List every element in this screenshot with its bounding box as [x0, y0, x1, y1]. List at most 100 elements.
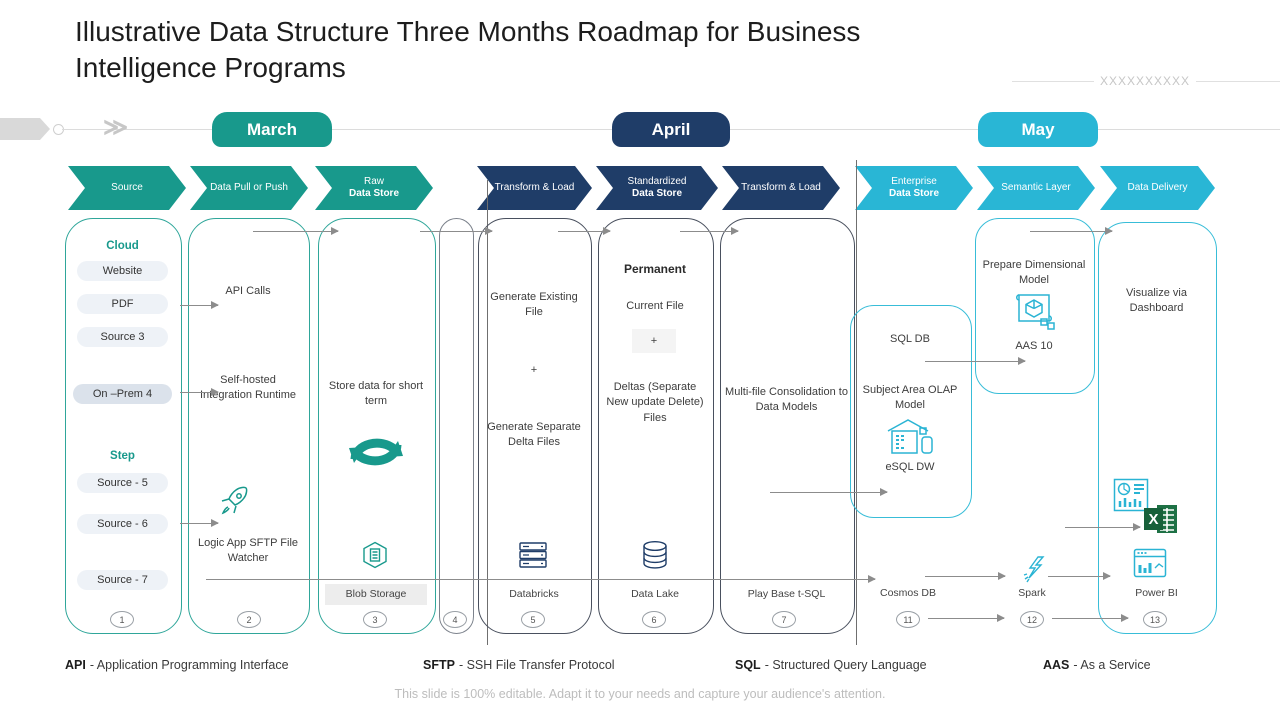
- pill-source-7: Source - 7: [77, 570, 168, 590]
- arrow-sqldb-to-aas: [925, 357, 1026, 365]
- powerbi-dashboard-icon: [1133, 548, 1167, 578]
- column-raw-store: [318, 218, 436, 634]
- label-generate-existing-file: Generate Existing File: [490, 291, 578, 319]
- timeline-start-arrow-icon: [0, 118, 50, 140]
- arrow-top-col2-col3: [253, 227, 339, 235]
- pill-source-3: Source 3: [77, 327, 168, 347]
- heading-cloud: Cloud: [106, 240, 139, 252]
- label-aas-10: AAS 10: [1015, 340, 1053, 352]
- pill-source-6: Source - 6: [77, 514, 168, 534]
- label-databricks: Databricks: [509, 588, 559, 600]
- arrow-col7-to-esql-dw: [770, 488, 888, 496]
- pill-on-prem-4: On –Prem 4: [73, 384, 172, 404]
- arrow-spark-to-powerbi: [1048, 572, 1111, 580]
- pill-website: Website: [77, 261, 168, 281]
- label-prepare-dimensional-model: Prepare Dimensional Model: [982, 259, 1086, 287]
- legend-api: API- Application Programming Interface: [65, 658, 289, 672]
- column-standardized-store: [598, 218, 714, 634]
- label-plus-5: +: [530, 364, 538, 376]
- label-blob-storage: Blob Storage: [325, 584, 427, 605]
- chevron-data-delivery: Data Delivery: [1100, 166, 1215, 210]
- chevron-source: Source: [68, 166, 186, 210]
- step-badge-11: 11: [896, 611, 920, 628]
- pill-source-5: Source - 5: [77, 473, 168, 493]
- divider-april-may: [856, 160, 857, 645]
- sql-dw-warehouse-icon: [884, 414, 936, 456]
- month-tab-april: April: [612, 112, 730, 147]
- label-self-hosted-runtime: Self-hosted Integration Runtime: [200, 374, 296, 402]
- arrow-pdf-to-api-calls: [180, 301, 219, 309]
- box-semantic-layer: [975, 218, 1095, 394]
- data-lake-icon: [641, 540, 669, 570]
- label-api-calls: API Calls: [225, 285, 271, 297]
- step-badge-13: 13: [1143, 611, 1167, 628]
- box-enterprise-store: [850, 305, 972, 518]
- arrow-cosmos-to-spark: [925, 572, 1006, 580]
- arrow-badge12-badge13: [1052, 614, 1129, 622]
- step-badge-5: 5: [521, 611, 545, 628]
- chevron-transform-load-2: Transform & Load: [722, 166, 840, 210]
- legend-aas: AAS- As a Service: [1043, 658, 1151, 672]
- sync-arrows-icon: [341, 423, 411, 481]
- arrow-top-col9-col10: [1030, 227, 1113, 235]
- excel-icon: X: [1144, 504, 1178, 534]
- label-visualize-dashboard: Visualize via Dashboard: [1126, 287, 1187, 315]
- arrow-top-col5-col6: [558, 227, 611, 235]
- column-consolidation: [720, 218, 855, 634]
- chevron-transform-load-1: Transform & Load: [477, 166, 592, 210]
- legend-sql: SQL- Structured Query Language: [735, 658, 927, 672]
- heading-step: Step: [110, 450, 135, 462]
- month-tab-march: March: [212, 112, 332, 147]
- step-badge-2: 2: [237, 611, 261, 628]
- page-title: Illustrative Data Structure Three Months…: [75, 16, 861, 83]
- label-plus-6: +: [632, 329, 676, 353]
- arrow-onprem-to-runtime: [180, 388, 219, 396]
- double-chevron-icon: ≫: [103, 114, 129, 141]
- arrow-to-excel: [1065, 523, 1141, 531]
- legend-sftp: SFTP- SSH File Transfer Protocol: [423, 658, 615, 672]
- column-data-pull: [188, 218, 310, 634]
- step-badge-12: 12: [1020, 611, 1044, 628]
- step-badge-1: 1: [110, 611, 134, 628]
- label-logic-app-sftp: Logic App SFTP File Watcher: [197, 537, 299, 565]
- column-data-delivery: [1098, 222, 1217, 634]
- arrow-badge11-badge12: [928, 614, 1005, 622]
- label-spark: Spark: [1018, 587, 1046, 599]
- svg-text:X: X: [1148, 511, 1158, 528]
- label-current-file: Current File: [626, 300, 684, 312]
- label-data-lake: Data Lake: [631, 588, 679, 600]
- arrow-source7-to-cosmos: [206, 575, 876, 583]
- chevron-data-pull-or-push: Data Pull or Push: [190, 166, 308, 210]
- label-store-short-term: Store data for short term: [328, 380, 424, 408]
- rocket-icon: [216, 485, 250, 519]
- pill-pdf: PDF: [77, 294, 168, 314]
- label-cosmos-db: Cosmos DB: [879, 587, 936, 599]
- column-sources: [65, 218, 182, 634]
- watermark-text: XXXXXXXXXX: [1100, 74, 1191, 88]
- watermark-line-left: [1012, 81, 1094, 82]
- arrow-top-col6-col7: [680, 227, 739, 235]
- arrow-source6-to-logicapp: [180, 519, 219, 527]
- databricks-icon: [518, 541, 548, 569]
- report-icon: [1113, 478, 1149, 512]
- spark-icon: [1021, 555, 1047, 583]
- column-spacer-4: [439, 218, 474, 634]
- blob-storage-icon: [362, 541, 388, 569]
- step-badge-4: 4: [443, 611, 467, 628]
- label-play-base-tsql: Play Base t-SQL: [747, 588, 826, 600]
- step-badge-3: 3: [363, 611, 387, 628]
- step-badge-6: 6: [642, 611, 666, 628]
- arrow-top-col3-col5: [420, 227, 493, 235]
- label-deltas-files: Deltas (Separate New update Delete) File…: [606, 381, 704, 424]
- divider-march-april: [487, 180, 488, 645]
- dimensional-model-icon: [1011, 291, 1057, 333]
- label-permanent: Permanent: [623, 262, 687, 276]
- step-badge-7: 7: [772, 611, 796, 628]
- label-sql-db: SQL DB: [890, 333, 930, 345]
- watermark-line-right: [1196, 81, 1280, 82]
- chevron-semantic-layer: Semantic Layer: [977, 166, 1095, 210]
